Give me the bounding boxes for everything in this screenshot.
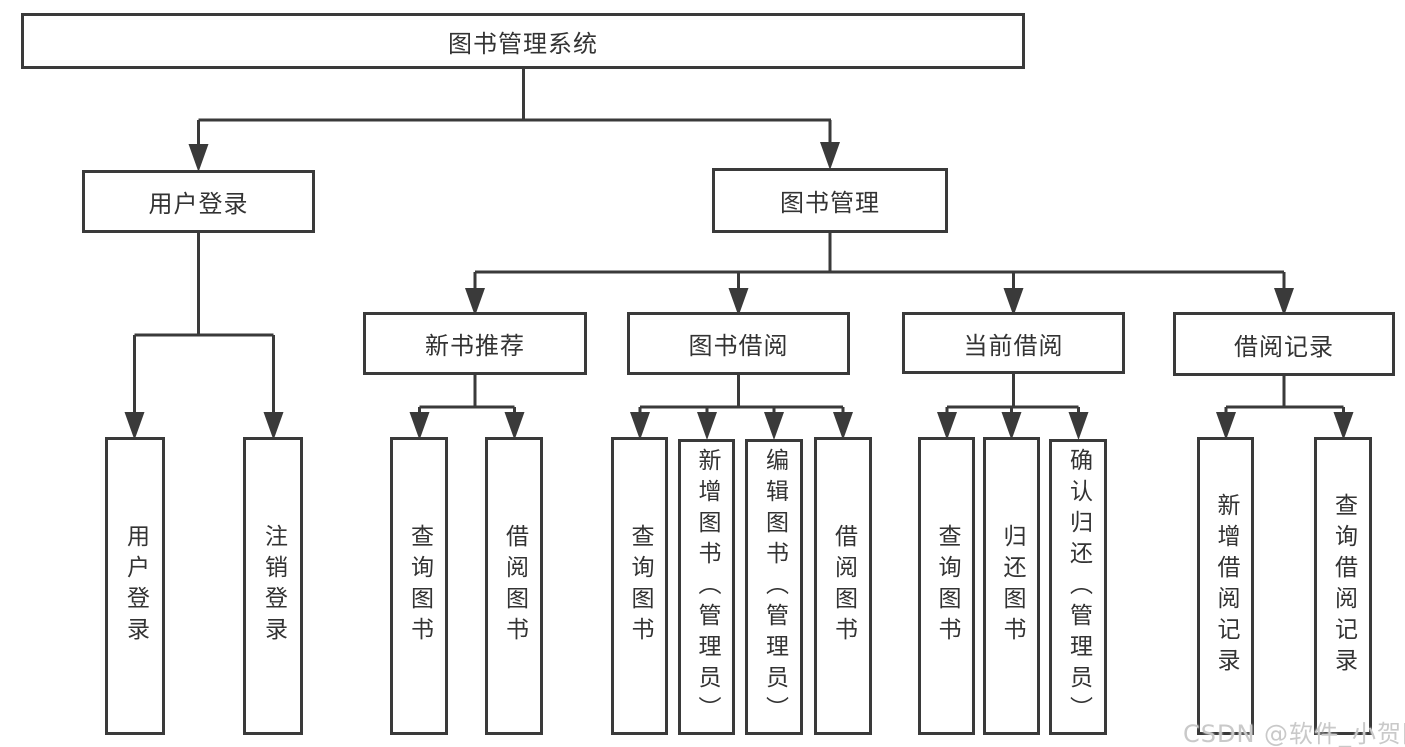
node-query-books-borrowing: 查询图书	[611, 437, 668, 735]
node-return-books: 归还图书	[983, 437, 1040, 735]
node-query-borrow-record: 查询借阅记录	[1314, 437, 1372, 735]
node-query-books-current: 查询图书	[918, 437, 975, 735]
node-book-borrowing: 图书借阅	[627, 312, 850, 375]
node-add-books-admin: 新增图书（管理员）	[678, 439, 735, 735]
node-borrow-books-recommend: 借阅图书	[485, 437, 543, 735]
csdn-watermark: CSDN @软件_小贺同学	[1183, 720, 1405, 747]
node-query-books-recommend: 查询图书	[390, 437, 448, 735]
node-add-borrow-record: 新增借阅记录	[1197, 437, 1254, 735]
node-new-book-recommend: 新书推荐	[363, 312, 587, 375]
node-book-management-branch: 图书管理	[712, 168, 948, 233]
node-current-borrowing: 当前借阅	[902, 312, 1125, 374]
node-borrowing-records: 借阅记录	[1173, 312, 1395, 376]
node-user-login-branch: 用户登录	[82, 170, 315, 233]
node-logout-action: 注销登录	[243, 437, 303, 735]
node-confirm-return-admin: 确认归还（管理员）	[1049, 439, 1107, 735]
node-root-library-system: 图书管理系统	[21, 13, 1025, 69]
node-user-login-action: 用户登录	[105, 437, 165, 735]
node-edit-books-admin: 编辑图书（管理员）	[745, 439, 803, 735]
node-borrow-books: 借阅图书	[814, 437, 872, 735]
